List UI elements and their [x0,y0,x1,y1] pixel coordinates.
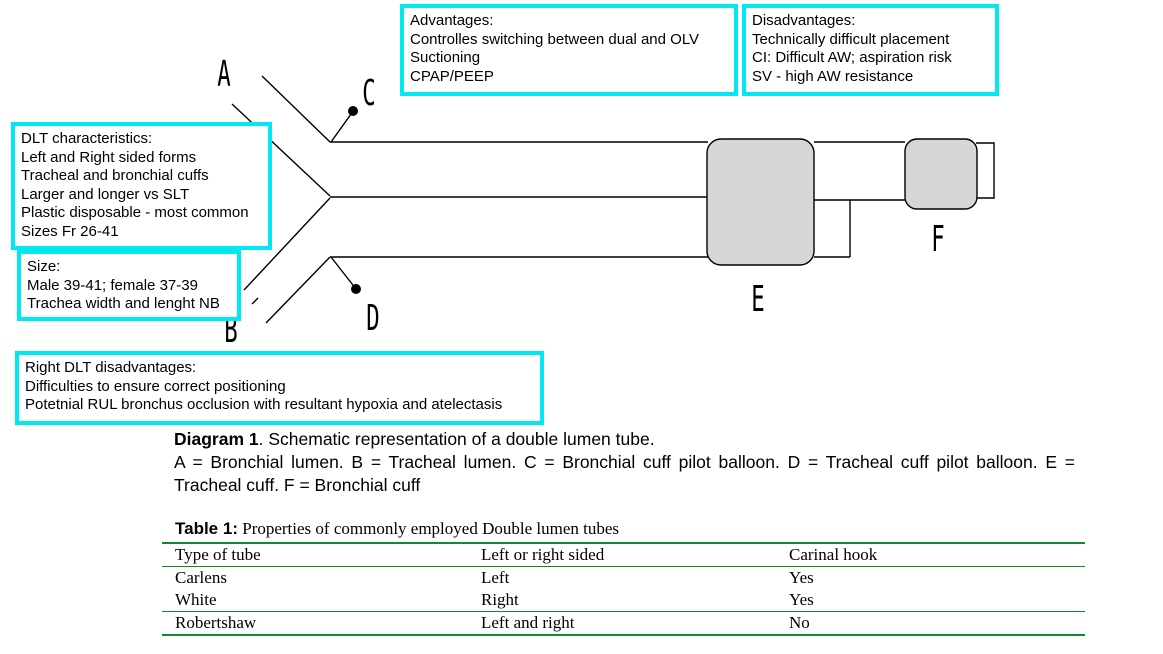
pilot-balloon-d [351,284,361,294]
advantages-item: CPAP/PEEP [410,67,494,85]
advantages-item: Controlles switching between dual and OL… [410,30,700,48]
tracheal-lumen-inner-wall [243,197,331,291]
dlt-characteristics-item: Left and Right sided forms [21,148,197,166]
table-cell: Yes [789,590,814,609]
table-cell: White [175,590,217,609]
dlt-characteristics-item: Tracheal and bronchial cuffs [21,167,209,185]
disadvantages-item: Technically difficult placement [752,30,950,48]
bronchial-lumen-inner-wall [231,103,331,197]
advantages-heading: Advantages: [410,12,494,29]
advantages-item: Suctioning [410,49,481,67]
table-cell: Right [481,590,519,609]
tracheal-lumen-outer-wall [265,256,331,324]
table-title-bold: Table 1: [175,519,238,538]
bronchial-cuff-f [904,138,978,210]
table-header-row: Type of tube Left or right sided Carinal… [162,542,1085,567]
label-c: C [362,73,375,115]
table-row: Carlens Left Yes [162,567,1085,590]
size-heading: Size: [27,258,61,275]
table-title: Table 1: Properties of commonly employed… [175,519,619,539]
table-cell: Carlens [175,568,227,587]
pilot-line-d [330,256,357,290]
disadvantages-item: SV - high AW resistance [752,67,914,85]
dlt-characteristics-item: Larger and longer vs SLT [21,185,190,203]
tracheal-lumen-tick [251,297,259,305]
bronchial-lumen-outer-wall [261,75,331,143]
table-cell: Left and right [468,611,776,636]
advantages-box: Advantages: Controlles switching between… [400,4,738,96]
dlt-characteristics-item: Sizes Fr 26-41 [21,222,119,240]
right-dlt-item: Potetnial RUL bronchus occlusion with re… [25,396,503,414]
label-e: E [751,279,764,321]
size-item: Male 39-41; female 37-39 [27,276,198,294]
table-cell: Left [481,568,510,587]
dlt-characteristics-box: DLT characteristics: Left and Right side… [11,122,272,250]
caption-bold: Diagram 1 [174,429,259,449]
table-cell: No [776,611,1085,636]
table-cell: Yes [789,568,814,587]
size-box: Size: Male 39-41; female 37-39 Trachea w… [17,250,241,321]
pilot-line-c [330,109,355,143]
label-f: F [931,219,944,261]
tracheal-cuff-e [706,138,815,266]
caption-title-rest: . Schematic representation of a double l… [258,429,655,449]
label-a: A [217,54,230,96]
caption-legend: A = Bronchial lumen. B = Tracheal lumen.… [174,452,1075,495]
dlt-characteristics-item: Plastic disposable - most common [21,204,249,222]
pilot-balloon-c [348,106,358,116]
table-row: Robertshaw Left and right No [162,611,1085,636]
table-header-cell: Type of tube [162,542,468,567]
table-header-cell: Carinal hook [776,542,1085,567]
label-d: D [366,298,379,340]
properties-table: Type of tube Left or right sided Carinal… [162,542,1085,636]
size-item: Trachea width and lenght NB [27,295,220,313]
table-row: White Right Yes [162,589,1085,612]
right-dlt-heading: Right DLT disadvantages: [25,359,197,376]
bronchial-tip [976,142,995,199]
caption-title: Diagram 1. Schematic representation of a… [174,428,1075,451]
table-header-cell: Left or right sided [468,542,776,567]
table-title-rest: Properties of commonly employed Double l… [237,519,619,538]
diagram-caption: Diagram 1. Schematic representation of a… [174,428,1075,497]
disadvantages-item: CI: Difficult AW; aspiration risk [752,49,952,67]
right-dlt-disadvantages-box: Right DLT disadvantages: Difficulties to… [15,351,544,425]
table-cell: Robertshaw [162,611,468,636]
disadvantages-box: Disadvantages: Technically difficult pla… [742,4,999,96]
disadvantages-heading: Disadvantages: [752,12,856,29]
dlt-characteristics-heading: DLT characteristics: [21,130,153,147]
right-dlt-item: Difficulties to ensure correct positioni… [25,377,286,395]
